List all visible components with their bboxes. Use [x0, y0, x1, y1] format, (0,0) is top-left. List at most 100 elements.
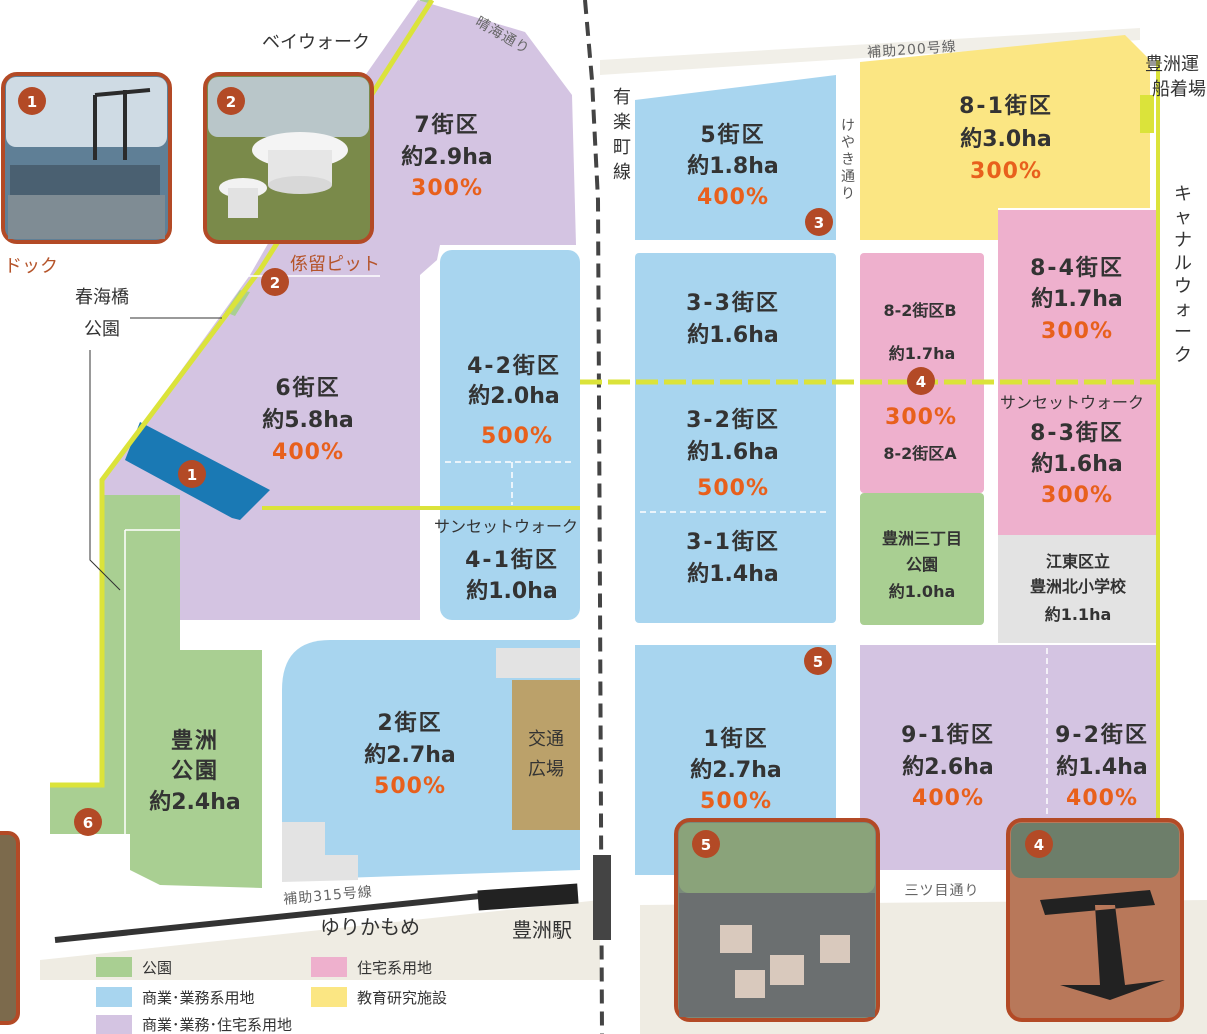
marker-6-map: 6 [74, 808, 102, 836]
marker-3-map: 3 [805, 208, 833, 236]
photo-sanchome-benches[interactable] [674, 818, 880, 1022]
block-8-2a-title: 8-2街区A [883, 444, 957, 463]
block-3-1-title: 3-1街区 [686, 529, 780, 555]
svg-text:教育研究施設: 教育研究施設 [357, 989, 447, 1007]
svg-text:ャ: ャ [1174, 207, 1192, 228]
svg-text:線: 線 [613, 162, 631, 183]
block-5-far: 400% [697, 185, 769, 210]
dock-label: ドック [4, 256, 58, 277]
baywalk-label: ベイウォーク [262, 32, 370, 53]
svg-text:2: 2 [270, 274, 280, 292]
legend-item-commercial: 商業･業務系用地 [96, 987, 255, 1007]
photo-mooring-pit[interactable] [203, 72, 374, 244]
harumi-bridge-park-label-2: 公園 [84, 319, 120, 340]
baywalk-line [50, 0, 435, 788]
svg-text:き: き [841, 152, 855, 168]
block-8-1[interactable] [860, 35, 1150, 240]
block-6-far: 400% [272, 440, 344, 465]
toyosu-station-platform [593, 855, 611, 940]
block-8-1-title: 8-1街区 [959, 93, 1053, 119]
transport-plaza-l1: 交通 [528, 729, 564, 750]
block-3-2-title: 3-2街区 [686, 407, 780, 433]
block-9[interactable] [860, 645, 1158, 870]
block-1-title: 1街区 [703, 726, 768, 752]
block-9-2-area: 約1.4ha [1056, 754, 1147, 780]
block-1-area: 約2.7ha [690, 757, 781, 783]
svg-text:楽: 楽 [613, 112, 631, 133]
block-2-far: 500% [374, 774, 446, 799]
legend-item-mixed: 商業･業務･住宅系用地 [96, 1015, 292, 1034]
svg-text:ル: ル [1174, 253, 1192, 274]
svg-text:商業･業務･住宅系用地: 商業･業務･住宅系用地 [142, 1016, 292, 1034]
block-3-2-area: 約1.6ha [687, 439, 778, 465]
block-3[interactable] [635, 253, 836, 623]
block-8-4-title: 8-4街区 [1030, 255, 1124, 281]
block-2-area: 約2.7ha [364, 742, 455, 768]
svg-text:ウ: ウ [1174, 276, 1192, 297]
svg-text:3: 3 [814, 214, 824, 232]
toyosu-park-area: 約2.4ha [149, 789, 240, 815]
block-5[interactable] [635, 75, 836, 240]
sanchome-park-area: 約1.0ha [889, 582, 956, 601]
block-7-title: 7街区 [414, 112, 479, 138]
marker-4-photo: 4 [1025, 830, 1053, 858]
svg-text:有: 有 [613, 87, 631, 108]
yurikamome-rail [54, 893, 481, 943]
block-8-1-area: 約3.0ha [960, 126, 1051, 152]
block-9-1-area: 約2.6ha [902, 754, 993, 780]
yurakucho-line-label: 有 楽 町 線 [613, 87, 631, 183]
block-7-far: 300% [411, 176, 483, 201]
keyaki-dori-label: け や き 通 り [841, 118, 855, 202]
photo-anchor[interactable] [1006, 818, 1184, 1022]
legend-item-park: 公園 [96, 957, 172, 977]
svg-text:ナ: ナ [1174, 230, 1192, 251]
block-2[interactable] [282, 640, 580, 880]
marker-5-map: 5 [804, 647, 832, 675]
toyosu-park-l2: 公園 [171, 759, 219, 784]
toyosu-sanchome-park[interactable] [860, 493, 984, 625]
svg-text:や: や [841, 135, 855, 151]
block-7-area: 約2.9ha [401, 144, 492, 170]
block-1[interactable] [635, 645, 836, 875]
svg-text:5: 5 [701, 836, 711, 854]
svg-text:1: 1 [27, 93, 37, 111]
block-8-3-8-4[interactable] [998, 210, 1158, 535]
block-8-1-far: 300% [970, 159, 1042, 184]
marker-1-map: 1 [178, 460, 206, 488]
svg-text:ー: ー [1174, 322, 1192, 343]
marker-1-photo: 1 [18, 87, 46, 115]
block-4-1-title: 4-1街区 [465, 547, 559, 573]
svg-text:6: 6 [83, 814, 93, 832]
block-9-2-title: 9-2街区 [1055, 722, 1149, 748]
marker-4-map: 4 [907, 367, 935, 395]
svg-text:2: 2 [226, 93, 236, 111]
block-6[interactable] [102, 275, 420, 620]
ground-south [40, 900, 600, 980]
svg-text:1: 1 [187, 466, 197, 484]
toyosu-park-l1: 豊洲 [171, 728, 219, 754]
hojo200-label: 補助200号線 [867, 39, 958, 61]
toyosu-station-label: 豊洲駅 [512, 918, 572, 942]
toyosu-pier-label-1: 豊洲運 [1145, 54, 1199, 75]
mooring-pit-label: 係留ピット [290, 254, 380, 275]
photo-dock[interactable] [1, 72, 172, 244]
block-4[interactable] [440, 250, 580, 620]
block-9-1-far: 400% [912, 786, 984, 811]
transport-plaza[interactable] [512, 680, 580, 830]
svg-text:4: 4 [916, 373, 926, 391]
svg-text:商業･業務系用地: 商業･業務系用地 [142, 989, 255, 1007]
marker-2-photo: 2 [217, 87, 245, 115]
harumi-bridge-park-label-1: 春海橋 [75, 287, 129, 308]
svg-text:町: 町 [613, 137, 631, 158]
block-9-2-far: 400% [1066, 786, 1138, 811]
svg-text:住宅系用地: 住宅系用地 [357, 959, 432, 977]
svg-text:4: 4 [1034, 836, 1044, 854]
toyosu-kita-elementary-school[interactable] [998, 535, 1158, 643]
photo-left-edge [0, 831, 20, 1025]
block-3-3-area: 約1.6ha [687, 322, 778, 348]
block-4-2-title: 4-2街区 [467, 353, 561, 379]
block-6-title: 6街区 [275, 375, 340, 401]
school-area: 約1.1ha [1045, 605, 1112, 624]
sunset-walk-label-west: サンセットウォーク [434, 517, 578, 536]
